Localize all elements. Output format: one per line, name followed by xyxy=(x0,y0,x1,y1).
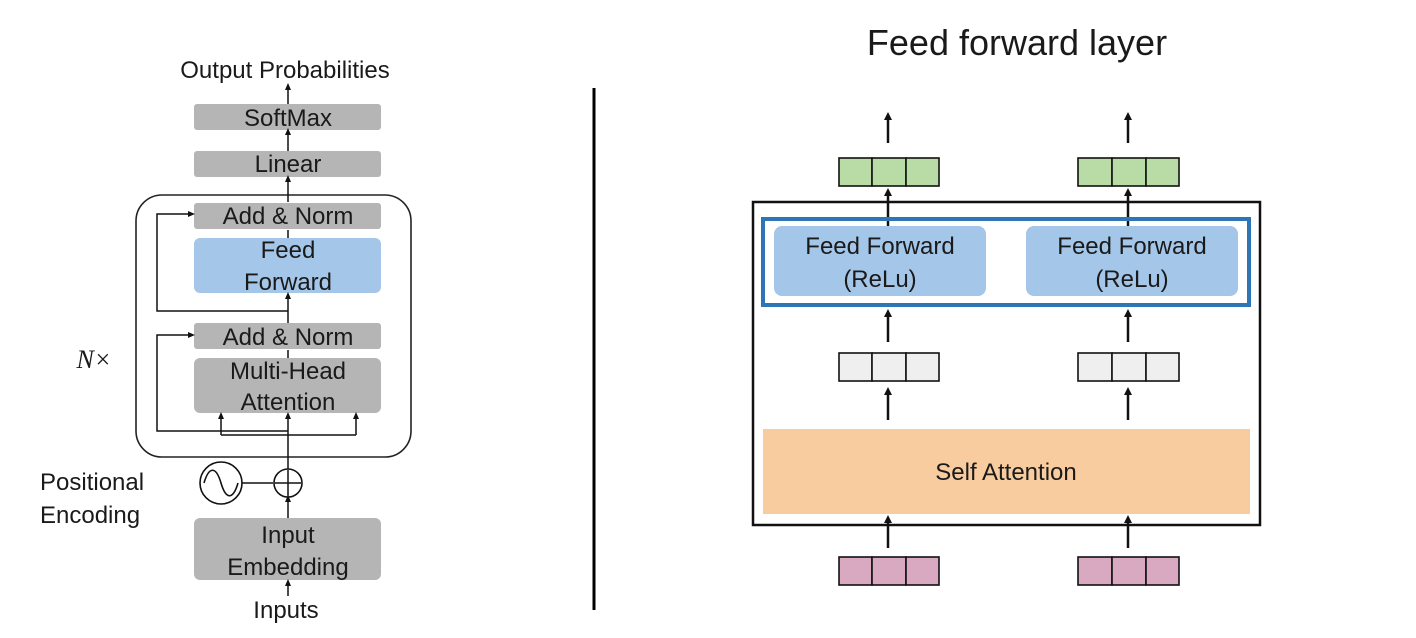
vector-cell xyxy=(1077,352,1113,382)
input-embedding-label-line-2: Embedding xyxy=(227,554,348,581)
feed-forward-label-line-1: Feed xyxy=(261,237,316,264)
vector-cell xyxy=(838,157,873,187)
vector-cell xyxy=(1077,556,1113,586)
inputs-label: Inputs xyxy=(253,597,318,624)
hidden-vector-left xyxy=(838,352,940,382)
encoder-repeat-frame xyxy=(135,194,412,458)
input-embedding-label-line-1: Input xyxy=(261,522,315,549)
hidden-vector-right xyxy=(1077,352,1180,382)
softmax-label: SoftMax xyxy=(244,105,332,132)
vector-cell xyxy=(905,157,940,187)
softmax-block xyxy=(194,104,381,130)
feed-forward-block-left xyxy=(774,226,986,296)
feed-forward-label-line-2: Forward xyxy=(244,269,332,296)
feed-forward-block xyxy=(194,238,381,293)
feed-forward-left-line-2: (ReLu) xyxy=(843,266,916,293)
linear-label: Linear xyxy=(255,151,322,178)
output-vector-left xyxy=(838,157,940,187)
feed-forward-block-right xyxy=(1026,226,1238,296)
feed-forward-left-line-1: Feed Forward xyxy=(805,233,954,260)
input-embedding-block xyxy=(194,518,381,580)
add-norm-bottom-block xyxy=(194,323,381,349)
vector-cell xyxy=(1111,352,1147,382)
output-probabilities-label: Output Probabilities xyxy=(180,57,389,84)
vector-cell xyxy=(1111,157,1147,187)
vector-cell xyxy=(871,352,907,382)
linear-block xyxy=(194,151,381,177)
vector-cell xyxy=(1145,352,1180,382)
positional-encoding-label-line-2: Encoding xyxy=(40,502,140,529)
multi-head-attention-block xyxy=(194,358,381,413)
encoder-layer-frame xyxy=(751,200,1262,527)
add-norm-bottom-label: Add & Norm xyxy=(223,324,354,351)
vector-cell xyxy=(1077,157,1113,187)
vector-cell xyxy=(1145,556,1180,586)
transformer-architecture-diagram: Output Probabilities SoftMax Linear Add … xyxy=(40,57,412,624)
feed-forward-title: Feed forward layer xyxy=(867,22,1167,63)
vector-cell xyxy=(905,556,940,586)
self-attention-block xyxy=(763,429,1250,514)
self-attention-label: Self Attention xyxy=(935,459,1076,486)
feed-forward-highlight xyxy=(761,217,1251,307)
vector-cell xyxy=(1145,157,1180,187)
vector-cell xyxy=(871,556,907,586)
feed-forward-layer-diagram: Feed forward layer Feed Forward (ReLu) F… xyxy=(751,22,1262,586)
sine-wave-curve xyxy=(203,469,239,497)
vector-cell xyxy=(838,352,873,382)
vector-cell xyxy=(905,352,940,382)
attention-label-line-1: Multi-Head xyxy=(230,358,346,385)
repeat-n-times-label: N× xyxy=(76,345,112,374)
vector-cell xyxy=(1111,556,1147,586)
add-norm-top-label: Add & Norm xyxy=(223,203,354,230)
output-vector-right xyxy=(1077,157,1180,187)
add-norm-top-block xyxy=(194,203,381,229)
feed-forward-right-line-2: (ReLu) xyxy=(1095,266,1168,293)
vector-cell xyxy=(871,157,907,187)
residual-connection-top xyxy=(156,211,288,312)
input-vector-left xyxy=(838,556,940,586)
feed-forward-right-line-1: Feed Forward xyxy=(1057,233,1206,260)
vector-cell xyxy=(838,556,873,586)
residual-connection-bottom xyxy=(156,332,288,432)
attention-label-line-2: Attention xyxy=(241,389,336,416)
input-vector-right xyxy=(1077,556,1180,586)
positional-encoding-label-line-1: Positional xyxy=(40,469,144,496)
